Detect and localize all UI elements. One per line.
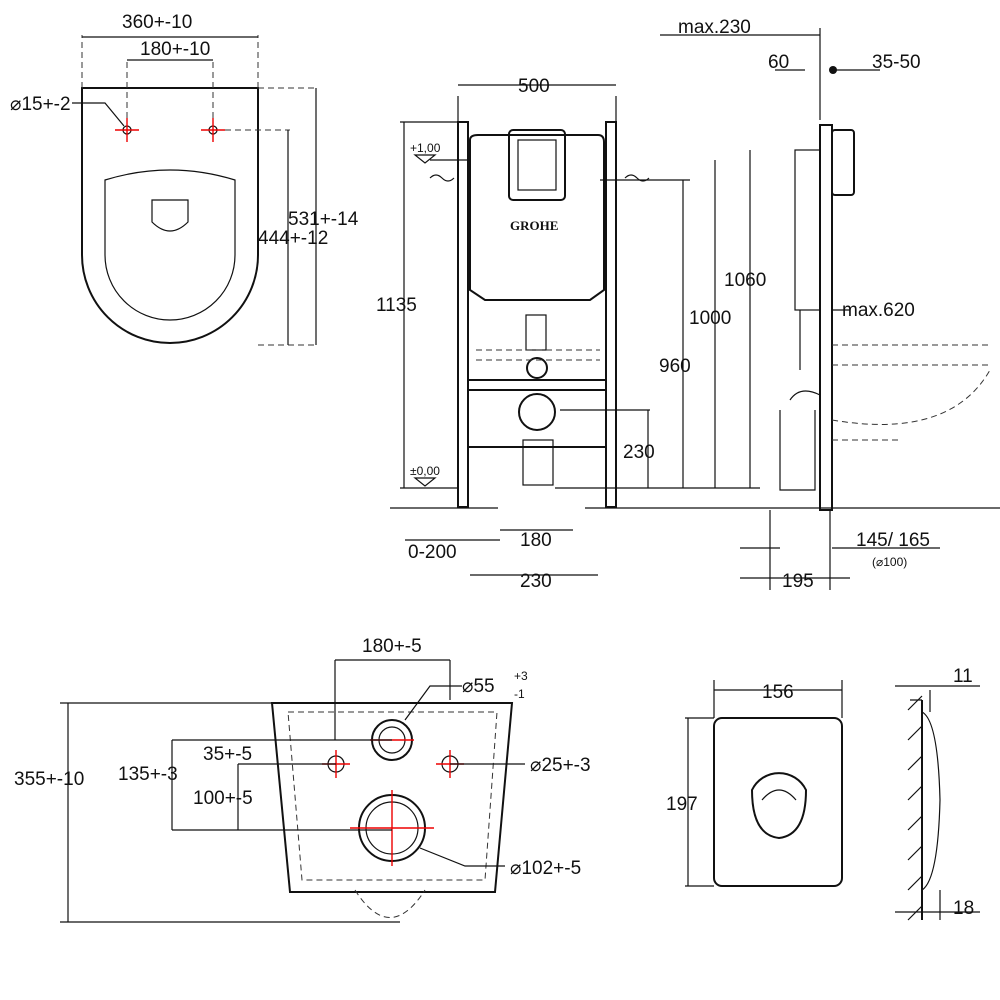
seat-width-label: 360+-10 bbox=[122, 12, 192, 33]
spacing-label: 180+-5 bbox=[362, 636, 422, 657]
d60-label: 60 bbox=[768, 52, 789, 73]
level-zero-label: ±0,00 bbox=[410, 464, 440, 478]
adjust-label: 0-200 bbox=[408, 542, 457, 563]
d145-165-label: 145/ 165 bbox=[856, 530, 930, 551]
side-view: max.230 60 35-50 max.620 145/ 165 (⌀100)… bbox=[660, 17, 991, 592]
hole-diameter-label: ⌀15+-2 bbox=[10, 94, 71, 115]
length-inner-label: 444+-12 bbox=[258, 228, 328, 249]
d55-minus-label: -1 bbox=[514, 687, 525, 701]
seat-top-view: 360+-10 180+-10 ⌀15+-2 531+-14 444+-12 bbox=[10, 12, 359, 346]
frame-height-label: 1135 bbox=[376, 295, 417, 316]
d102-label: ⌀102+-5 bbox=[510, 858, 581, 879]
d35-label: 35+-5 bbox=[203, 744, 252, 765]
depth-top-label: 11 bbox=[953, 666, 973, 687]
d55-label: ⌀55 bbox=[462, 676, 495, 697]
length-outer-label: 531+-14 bbox=[288, 209, 359, 230]
d25-label: ⌀25+-3 bbox=[530, 755, 591, 776]
d35-50-label: 35-50 bbox=[872, 52, 921, 73]
w180-label: 180 bbox=[520, 530, 552, 551]
h960-label: 960 bbox=[659, 356, 691, 377]
plate-width-label: 156 bbox=[762, 682, 794, 703]
flush-plate-view: 156 197 11 18 bbox=[666, 666, 980, 921]
level-top-label: +1,00 bbox=[410, 141, 441, 155]
d100-label: 100+-5 bbox=[193, 788, 253, 809]
plate-height-label: 197 bbox=[666, 794, 698, 815]
depth-bottom-label: 18 bbox=[953, 898, 974, 919]
hole-spacing-label: 180+-10 bbox=[140, 39, 210, 60]
max620-label: max.620 bbox=[842, 300, 915, 321]
d195-label: 195 bbox=[782, 571, 814, 592]
h1000-label: 1000 bbox=[689, 308, 731, 329]
h230-label: 230 bbox=[623, 442, 655, 463]
frame-width-label: 500 bbox=[518, 76, 550, 97]
h1060-label: 1060 bbox=[724, 270, 766, 291]
bowl-length-label: 355+-10 bbox=[14, 769, 84, 790]
d100-label: (⌀100) bbox=[872, 555, 907, 569]
frame-front-view: GROHE 500 1135 +1,00 ±0,00 1000 1060 960… bbox=[376, 76, 1000, 592]
bowl-bottom-view: 180+-5 ⌀55 +3 -1 35+-5 135+-3 100+-5 355… bbox=[14, 636, 591, 923]
grohe-logo: GROHE bbox=[510, 218, 558, 233]
w230-label: 230 bbox=[520, 571, 552, 592]
max230-label: max.230 bbox=[678, 17, 751, 38]
d55-plus-label: +3 bbox=[514, 669, 528, 683]
d135-label: 135+-3 bbox=[118, 764, 178, 785]
